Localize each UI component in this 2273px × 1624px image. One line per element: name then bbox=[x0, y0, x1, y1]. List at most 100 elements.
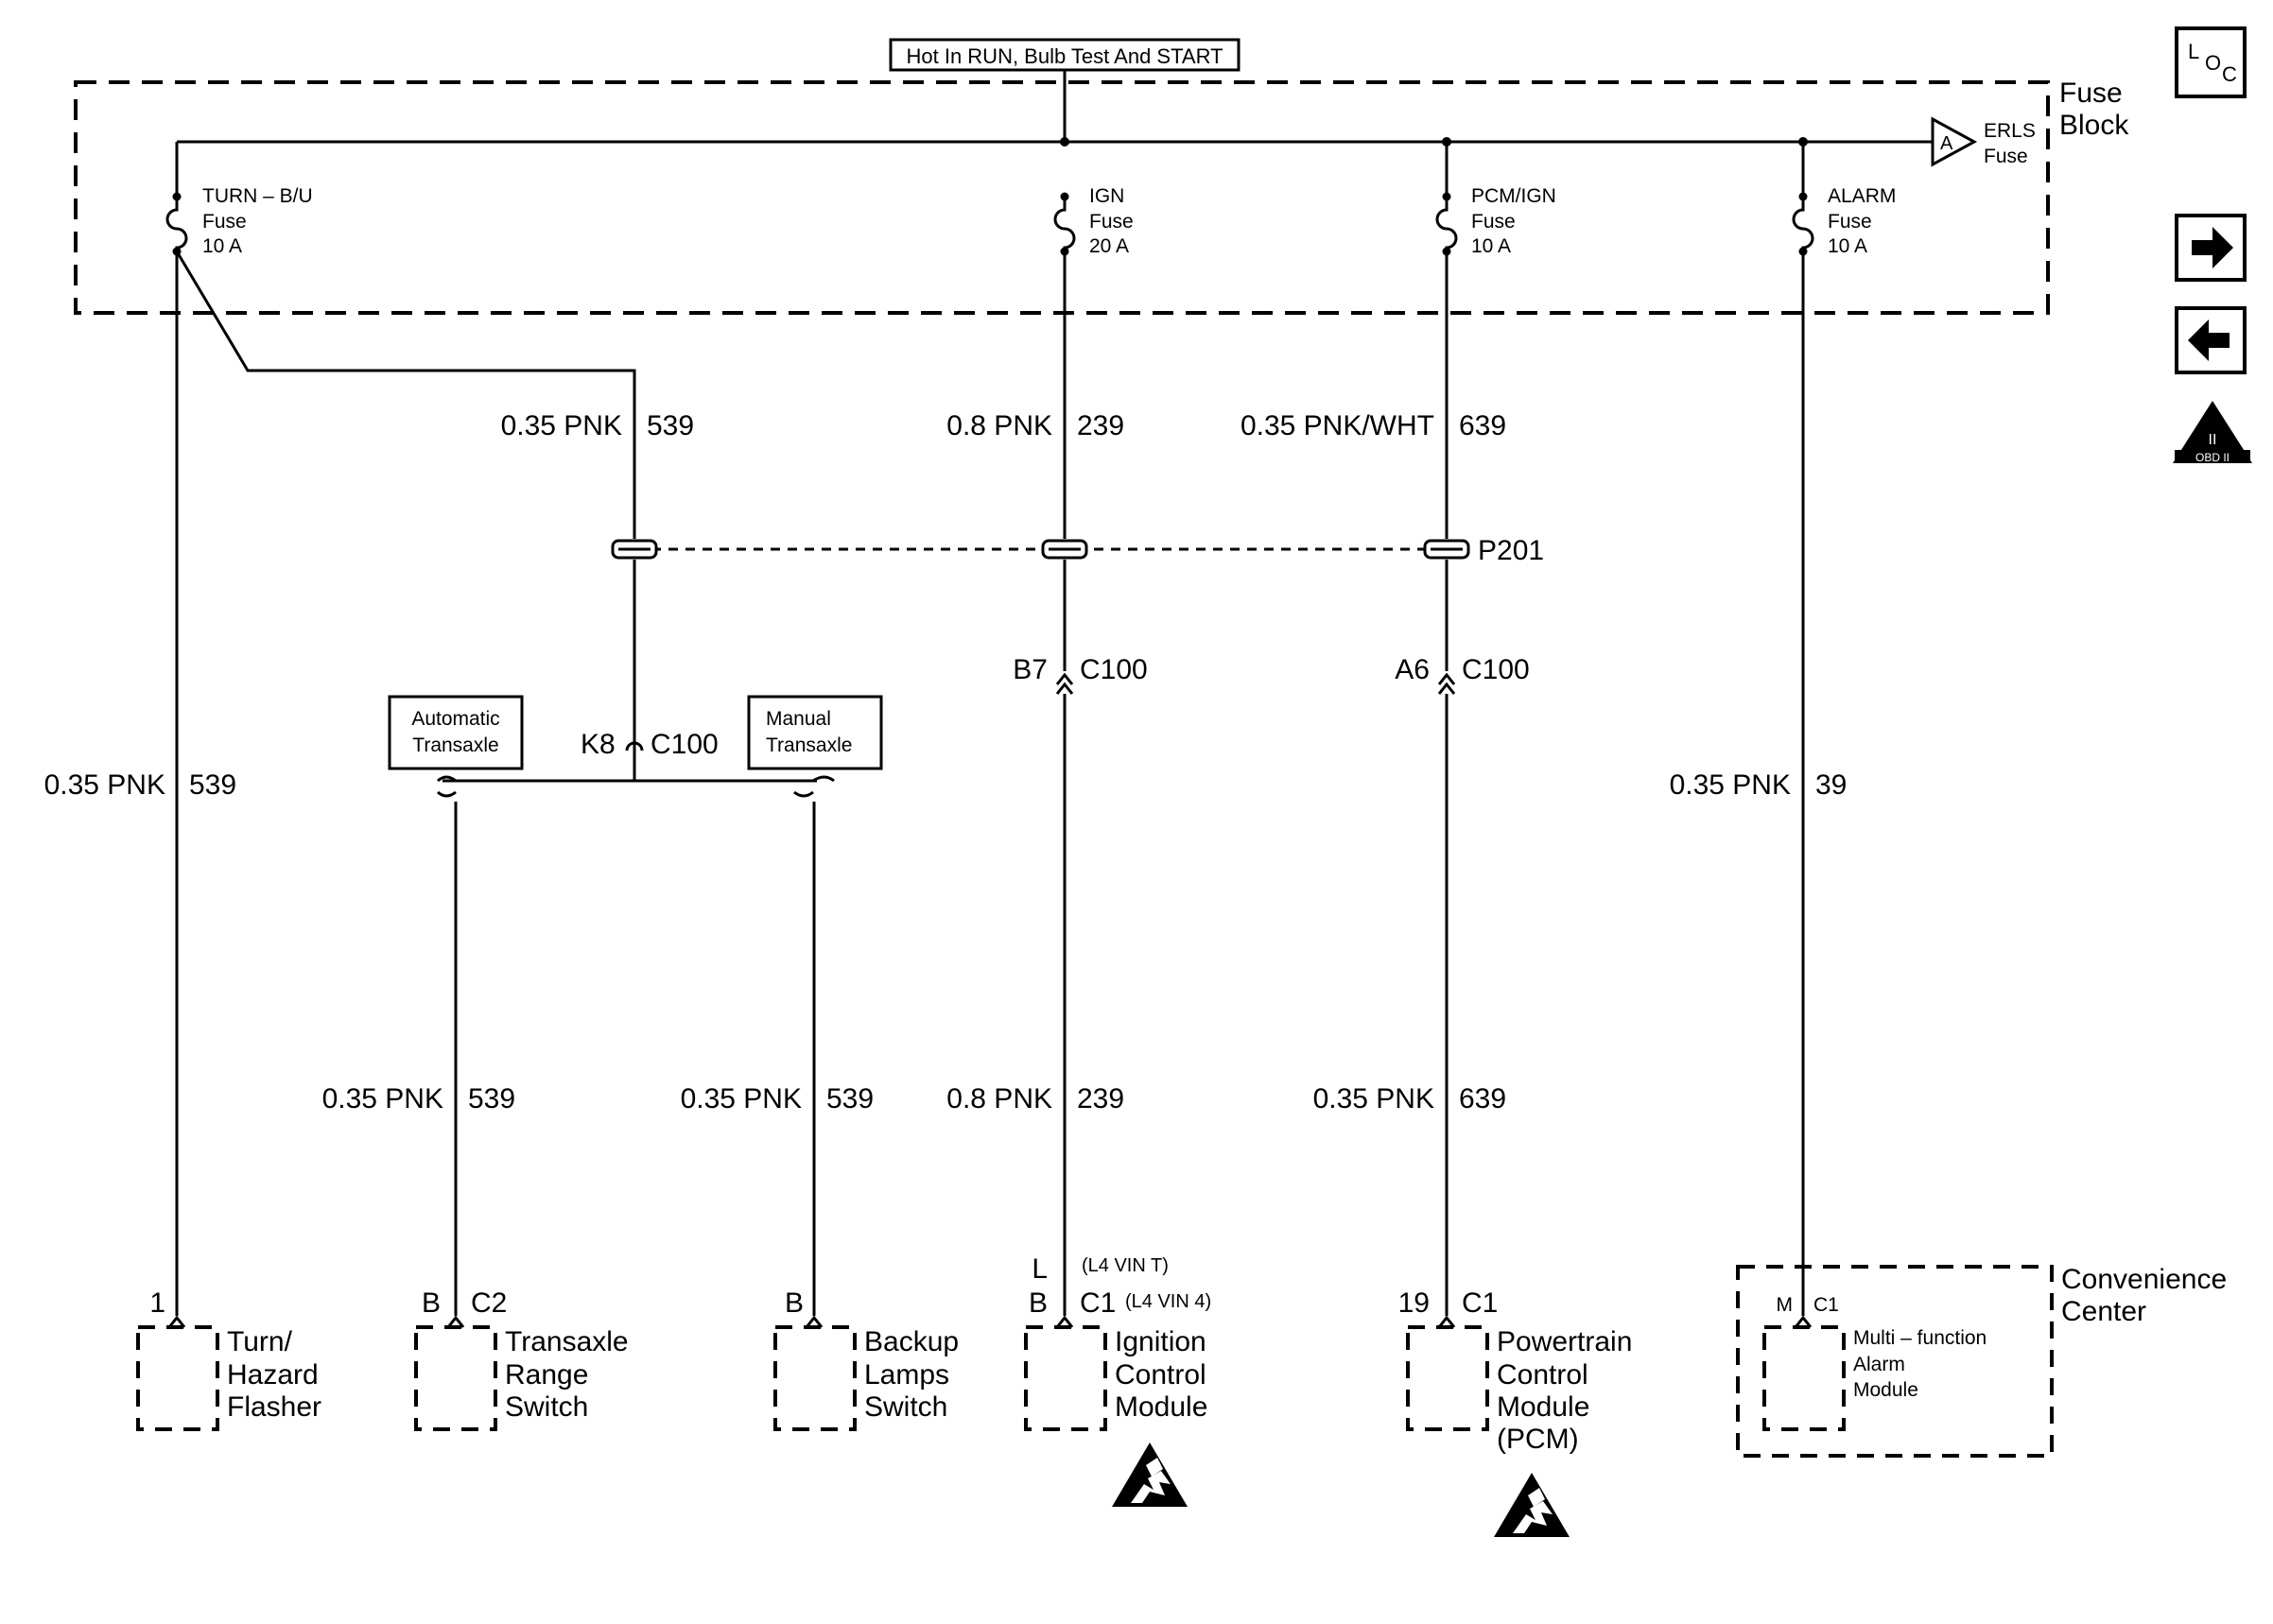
fuse-alarm-type: Fuse bbox=[1828, 211, 1872, 233]
pcm-line-4: (PCM) bbox=[1497, 1424, 1579, 1455]
obd-numeral: II bbox=[2209, 432, 2217, 448]
range-switch-line-3: Switch bbox=[505, 1391, 588, 1423]
wire-39-gauge: 0.35 PNK bbox=[1670, 769, 1791, 801]
fuse-block-border bbox=[74, 80, 2050, 315]
c100-ign-connector: C100 bbox=[1080, 654, 1148, 685]
next-page-arrow-icon[interactable] bbox=[2175, 214, 2247, 282]
alarm-connector: C1 bbox=[1813, 1294, 1839, 1316]
backup-switch-line-2: Lamps bbox=[864, 1359, 949, 1391]
supply-header: Hot In RUN, Bulb Test And START bbox=[889, 38, 1241, 72]
fuse-pcm-ign-type: Fuse bbox=[1471, 211, 1516, 233]
pcm-box bbox=[1406, 1325, 1489, 1431]
turn-hazard-flasher-label: Turn/ Hazard Flasher bbox=[227, 1326, 321, 1423]
p201-splice-nodes bbox=[611, 539, 1470, 560]
fuse-ign-symbol bbox=[1053, 191, 1076, 257]
loc-letter-c: C bbox=[2222, 62, 2237, 86]
wire-639-bottom-gauge: 0.35 PNK bbox=[1313, 1083, 1434, 1114]
wire-539-top-gauge: 0.35 PNK bbox=[501, 410, 622, 441]
icm-pin-l: L bbox=[1032, 1253, 1048, 1285]
wire-639-top-circuit: 639 bbox=[1459, 410, 1506, 441]
wire-239-bottom-gauge: 0.8 PNK bbox=[946, 1083, 1052, 1114]
pcm-line-3: Module bbox=[1497, 1391, 1589, 1423]
ignition-control-module-box bbox=[1024, 1325, 1107, 1431]
fuse-ign-name: IGN bbox=[1089, 185, 1124, 207]
obd-ii-icon[interactable]: II OBD II bbox=[2173, 401, 2252, 464]
turn-flasher-line-2: Hazard bbox=[227, 1359, 319, 1391]
convenience-center-box bbox=[1736, 1265, 2054, 1458]
wire-539-left-gauge: 0.35 PNK bbox=[44, 769, 165, 801]
obd-text: OBD II bbox=[2195, 451, 2230, 464]
turn-flasher-line-3: Flasher bbox=[227, 1391, 321, 1423]
circuit-wires bbox=[175, 251, 1805, 1316]
fuse-block-label-2: Block bbox=[2059, 110, 2129, 141]
esd-warning-icon-pcm bbox=[1494, 1473, 1570, 1537]
wire-639-bottom-circuit: 639 bbox=[1459, 1083, 1506, 1114]
wire-539-range-gauge: 0.35 PNK bbox=[322, 1083, 443, 1114]
fuse-alarm-symbol bbox=[1792, 191, 1814, 257]
wire-239-bottom-circuit: 239 bbox=[1077, 1083, 1124, 1114]
previous-page-arrow-icon[interactable] bbox=[2175, 306, 2247, 374]
fuse-turn-bu-name: TURN – B/U bbox=[202, 185, 313, 207]
alarm-pin: M bbox=[1777, 1294, 1794, 1316]
automatic-label: Automatic bbox=[411, 708, 499, 730]
fuse-pcm-ign-symbol bbox=[1435, 191, 1458, 257]
alarm-module-label: Multi – function Alarm Module bbox=[1853, 1327, 1987, 1401]
turn-flasher-line-1: Turn/ bbox=[227, 1326, 293, 1357]
fuse-ign-rating: 20 A bbox=[1089, 235, 1129, 257]
alarm-line-1: Multi – function bbox=[1853, 1327, 1987, 1349]
pcm-pin: 19 bbox=[1398, 1287, 1430, 1319]
icm-line-1: Ignition bbox=[1115, 1326, 1206, 1357]
wire-539-backup-circuit: 539 bbox=[826, 1083, 874, 1114]
backup-switch-line-3: Switch bbox=[864, 1391, 947, 1423]
icm-connector: C1 bbox=[1080, 1287, 1116, 1319]
pcm-connector: C1 bbox=[1462, 1287, 1498, 1319]
erls-label-2: Fuse bbox=[1984, 146, 2028, 167]
fuse-ign-type: Fuse bbox=[1089, 211, 1134, 233]
icm-pin-b: B bbox=[1029, 1287, 1048, 1319]
wire-539-backup-gauge: 0.35 PNK bbox=[681, 1083, 802, 1114]
loc-icon[interactable]: L O C bbox=[2175, 26, 2247, 98]
fuse-pcm-ign-rating: 10 A bbox=[1471, 235, 1511, 257]
wire-39-circuit: 39 bbox=[1815, 769, 1847, 801]
c100-connector-symbols bbox=[1055, 672, 1456, 695]
bus-wires bbox=[175, 70, 1935, 197]
manual-label-2: Transaxle bbox=[766, 734, 852, 756]
supply-label: Hot In RUN, Bulb Test And START bbox=[906, 44, 1223, 68]
turn-hazard-flasher-box bbox=[136, 1325, 219, 1431]
wire-239-top-gauge: 0.8 PNK bbox=[946, 410, 1052, 441]
esd-warning-icon bbox=[1112, 1443, 1188, 1507]
turn-flasher-pin: 1 bbox=[149, 1287, 165, 1319]
pcm-label: Powertrain Control Module (PCM) bbox=[1497, 1326, 1632, 1455]
manual-transaxle-option: Manual Transaxle bbox=[747, 695, 883, 770]
range-switch-connector: C2 bbox=[471, 1287, 507, 1319]
erls-fuse-ref: A ERLS Fuse bbox=[1931, 116, 2036, 167]
backup-switch-pin: B bbox=[785, 1287, 804, 1319]
alarm-module-box bbox=[1762, 1325, 1846, 1431]
fuse-block-label: Fuse bbox=[2059, 78, 2123, 109]
range-switch-line-1: Transaxle bbox=[505, 1326, 629, 1357]
c100-pcm-pin: A6 bbox=[1395, 654, 1430, 685]
automatic-label-2: Transaxle bbox=[412, 734, 498, 756]
manual-label: Manual bbox=[766, 708, 831, 730]
range-switch-line-2: Range bbox=[505, 1359, 588, 1391]
p201-label: P201 bbox=[1478, 535, 1544, 566]
backup-lamps-switch-box bbox=[773, 1325, 857, 1431]
wire-239-top-circuit: 239 bbox=[1077, 410, 1124, 441]
icm-note-b: (L4 VIN 4) bbox=[1125, 1291, 1211, 1312]
pcm-line-1: Powertrain bbox=[1497, 1326, 1632, 1357]
loc-letter-o: O bbox=[2205, 51, 2221, 75]
component-pin-symbols bbox=[167, 1315, 1813, 1328]
fuse-alarm-name: ALARM bbox=[1828, 185, 1896, 207]
ignition-control-module-label: Ignition Control Module bbox=[1115, 1326, 1207, 1423]
convenience-center-label-2: Center bbox=[2061, 1296, 2146, 1327]
fuse-alarm-rating: 10 A bbox=[1828, 235, 1867, 257]
alarm-line-2: Alarm bbox=[1853, 1354, 1905, 1375]
erls-marker: A bbox=[1940, 133, 1953, 154]
bus-junction-ign bbox=[1060, 137, 1069, 147]
icm-line-2: Control bbox=[1115, 1359, 1206, 1391]
alarm-line-3: Module bbox=[1853, 1379, 1918, 1401]
component-boxes bbox=[136, 1265, 2054, 1458]
fuse-pcm-ign-name: PCM/IGN bbox=[1471, 185, 1556, 207]
fuse-turn-bu-symbol bbox=[165, 191, 188, 257]
